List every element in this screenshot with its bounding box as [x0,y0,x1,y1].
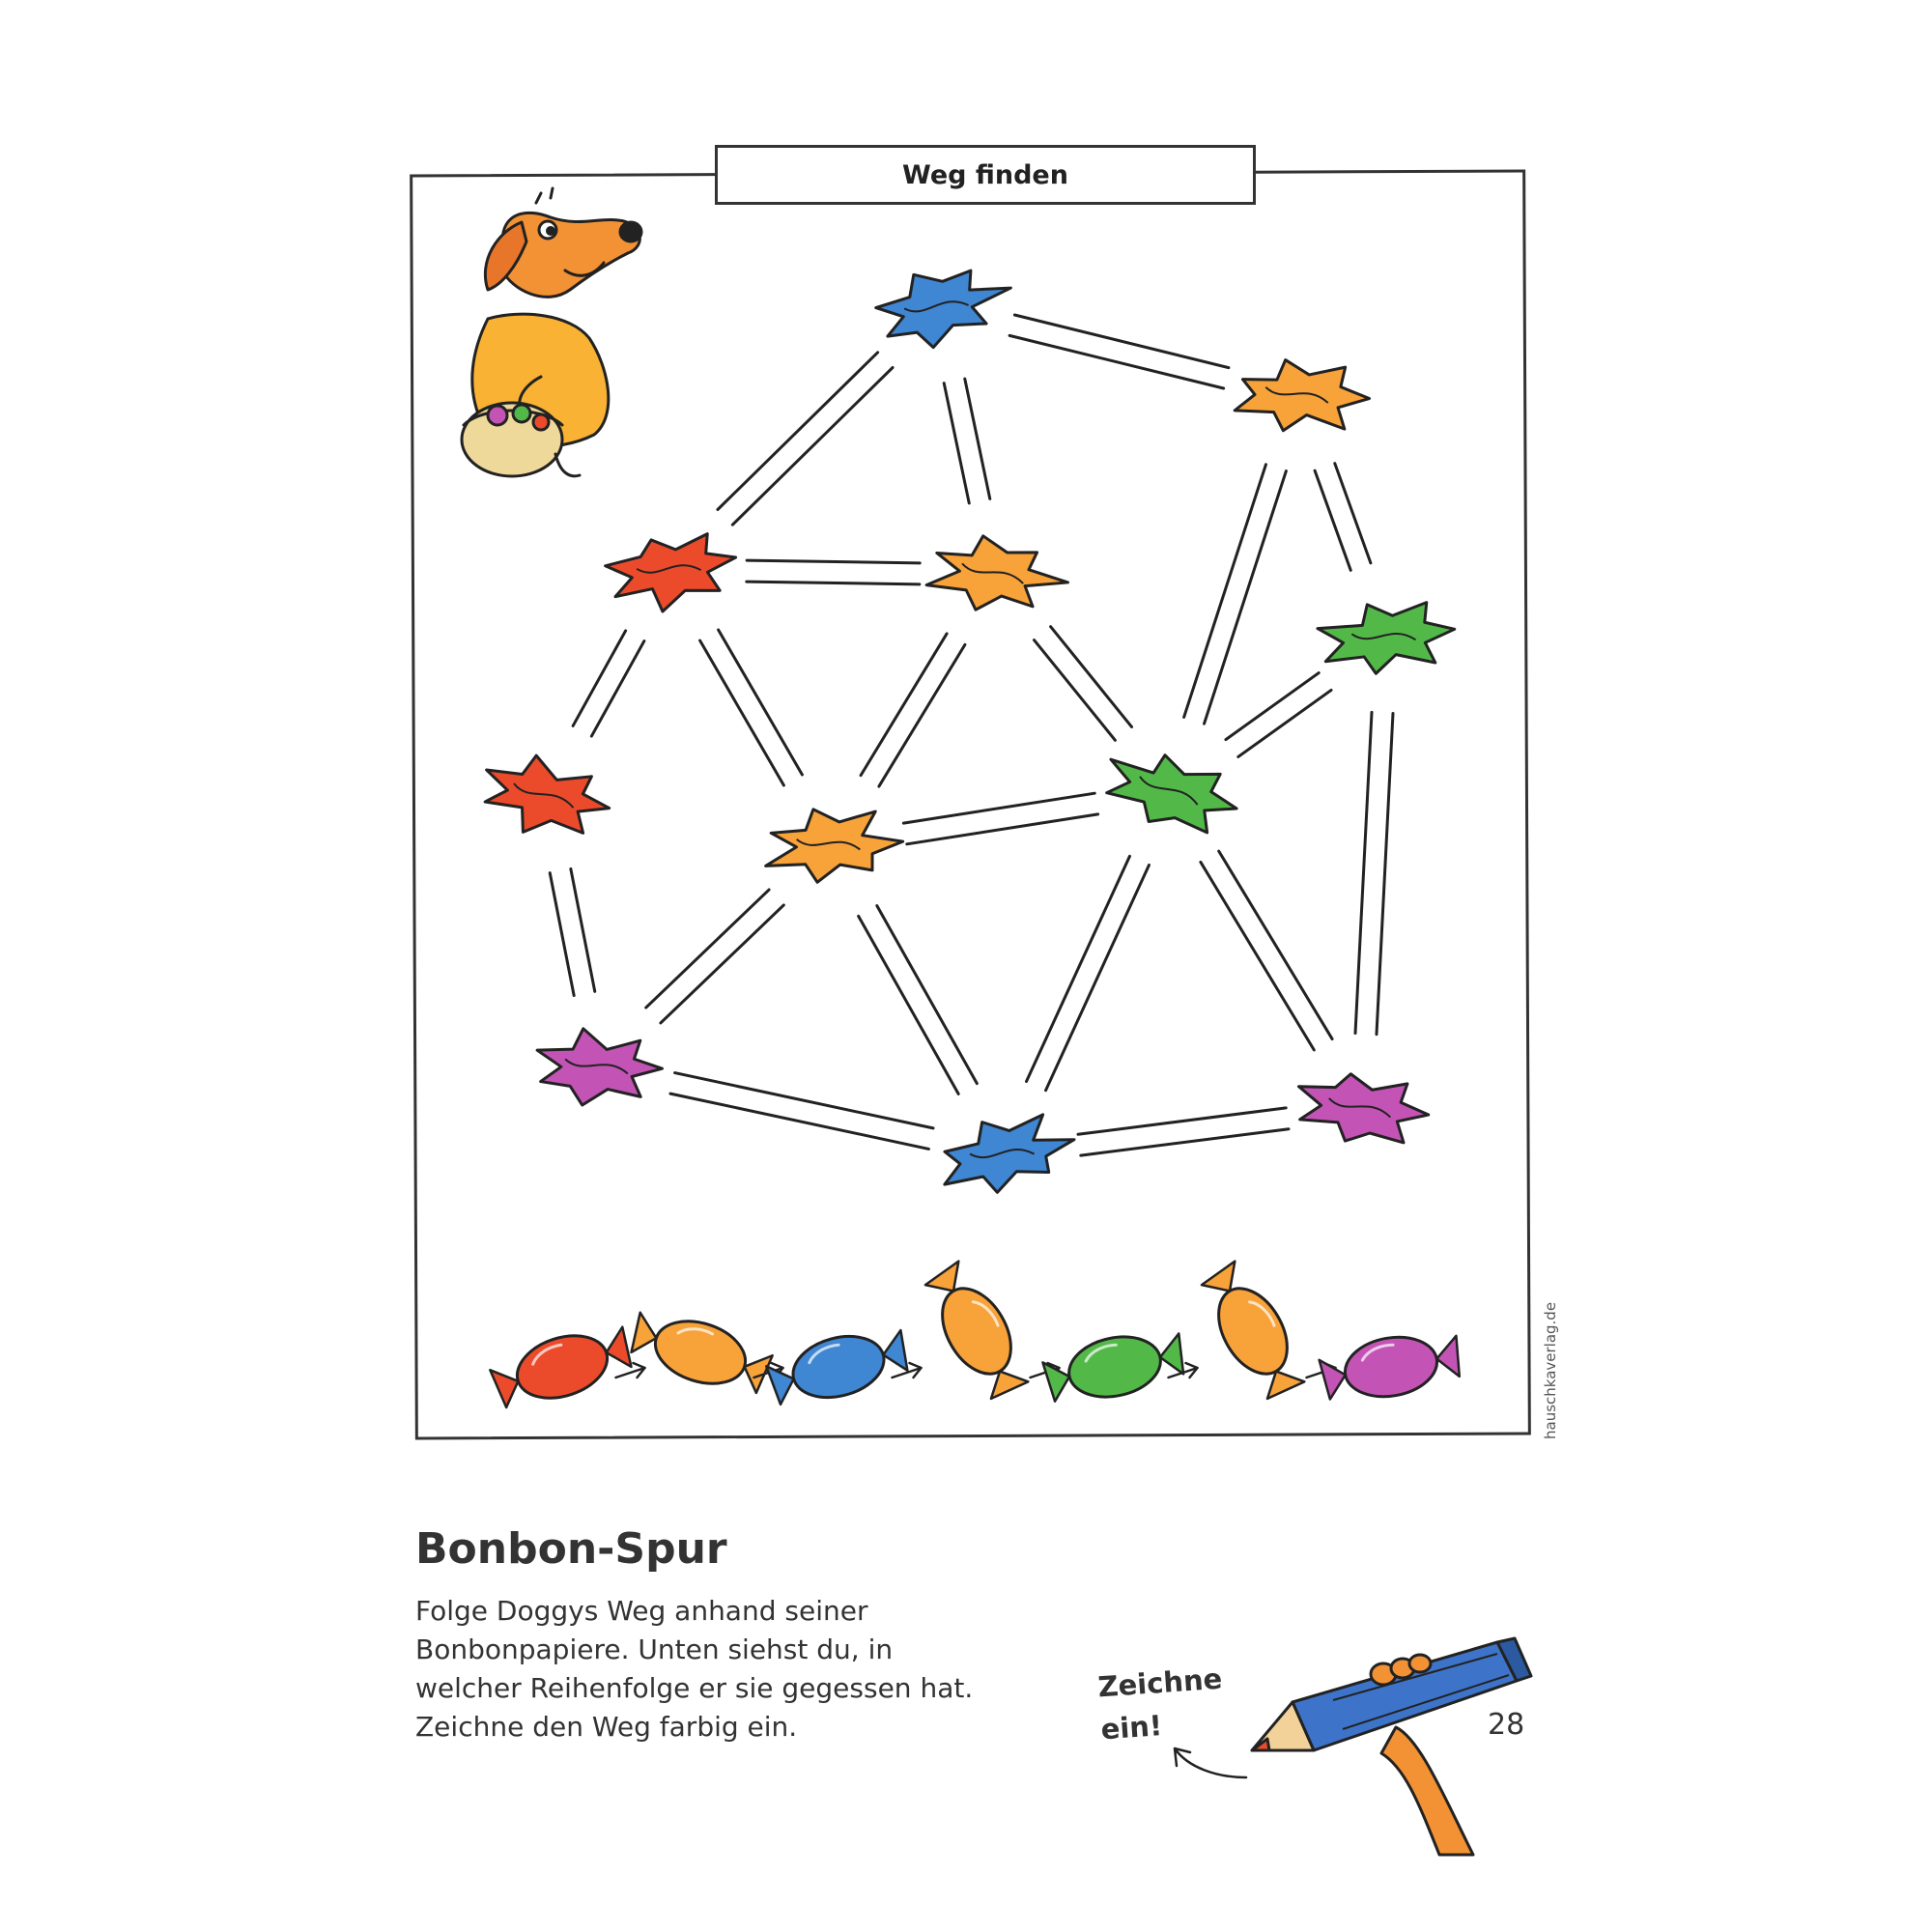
sequence-arrow-icon [614,1361,646,1379]
maze-path[interactable] [859,632,967,788]
candy-wrapper-purple[interactable] [535,1027,664,1107]
draw-prompt-line: Zeichne [1096,1662,1224,1704]
section-title: Weg finden [902,159,1068,190]
candy-wrapper-red[interactable] [477,748,616,846]
maze-path[interactable] [668,1071,935,1151]
maze-path[interactable] [1182,463,1288,725]
maze-path[interactable] [1353,710,1395,1037]
candy-blue-icon [765,1328,909,1406]
draw-prompt: Zeichne ein! [1096,1658,1227,1751]
maze-path[interactable] [942,377,992,505]
candy-orange-icon [1200,1260,1306,1401]
maze-path[interactable] [1224,671,1333,758]
maze-paths [548,313,1395,1157]
maze-path[interactable] [571,629,646,738]
candy-red-icon [489,1325,633,1409]
candy-wrapper-purple[interactable] [1294,1069,1432,1148]
maze-wrappers [477,251,1459,1203]
sequence-arrow-icon [1167,1361,1199,1379]
maze-path[interactable] [1199,849,1334,1052]
maze-path[interactable] [698,628,804,787]
candy-wrapper-blue[interactable] [933,1104,1081,1203]
candy-wrapper-orange[interactable] [924,530,1072,619]
sequence-arrow-icon [891,1361,923,1379]
candy-wrapper-blue[interactable] [870,251,1021,359]
instruction-line: Folge Doggys Weg anhand seiner [415,1595,868,1627]
instruction-line: Bonbonpapiere. Unten siehst du, in [415,1634,894,1665]
maze-path[interactable] [1313,462,1373,572]
candy-wrapper-green[interactable] [1316,594,1459,680]
maze-path[interactable] [1008,313,1231,390]
maze-path[interactable] [644,888,785,1025]
publisher-credit: hauschkaverlag.de [1542,1301,1559,1439]
draw-prompt-line: ein! [1099,1709,1164,1747]
instruction-line: Zeichne den Weg farbig ein. [415,1711,798,1743]
maze-path[interactable] [1025,854,1151,1093]
exercise-title: Bonbon-Spur [415,1524,727,1574]
maze-path[interactable] [745,558,922,586]
candy-green-icon [1041,1332,1185,1403]
maze-path[interactable] [1033,625,1133,742]
maze-path[interactable] [1076,1106,1291,1157]
candy-sequence [489,1260,1462,1409]
maze-path[interactable] [548,867,597,998]
candy-wrapper-orange[interactable] [763,805,905,885]
candy-wrapper-green[interactable] [1098,743,1245,841]
maze-path[interactable] [857,904,979,1095]
candy-wrapper-red[interactable] [602,525,743,620]
section-title-tab: Weg finden [715,145,1256,205]
candy-orange-icon [923,1260,1030,1401]
maze-path[interactable] [716,351,895,526]
candy-purple-icon [1318,1334,1462,1401]
instructions: Folge Doggys Weg anhand seiner Bonbonpap… [415,1592,1072,1747]
maze-path[interactable] [901,791,1100,846]
page-number: 28 [1488,1708,1525,1742]
instruction-line: welcher Reihenfolge er sie gegessen hat. [415,1672,974,1704]
candy-orange-icon [630,1311,774,1395]
candy-wrapper-orange[interactable] [1233,358,1371,434]
